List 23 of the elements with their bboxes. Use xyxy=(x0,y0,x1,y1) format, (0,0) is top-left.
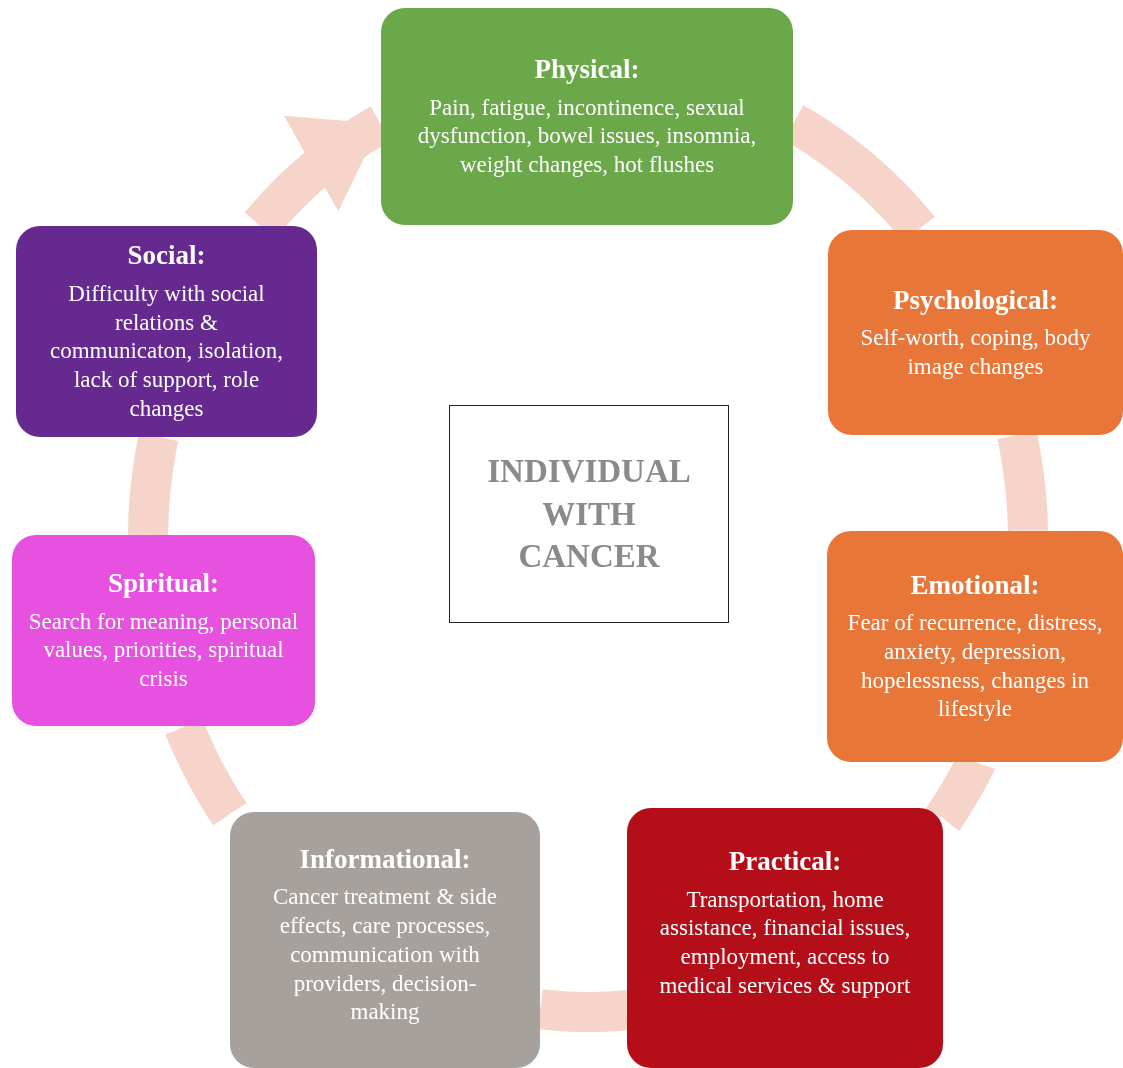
category-box xyxy=(627,808,943,1068)
box-heading: Spiritual: xyxy=(108,567,219,600)
center-label: INDIVIDUAL WITH CANCER xyxy=(486,451,692,577)
category-box xyxy=(230,812,540,1068)
category-box xyxy=(827,531,1123,762)
box-heading: Informational: xyxy=(299,842,471,876)
box-text: Self-worth, coping, body image changes xyxy=(859,323,1092,381)
box-text: Pain, fatigue, incontinence, sexual dysfunction, bowel issues, insomnia, weight changes, hot flushes xyxy=(416,93,758,180)
box-text: Difficulty with social relations & communicaton, isolation, lack of support, role changes xyxy=(48,279,285,423)
category-box xyxy=(16,226,317,437)
box-heading: Practical: xyxy=(728,845,842,878)
box-heading: Psychological: xyxy=(893,283,1058,316)
category-box xyxy=(828,230,1123,435)
center-box xyxy=(449,405,729,623)
box-heading: Emotional: xyxy=(910,568,1040,602)
box-text: Transportation, home assistance, financial issues, employment, access to medical services & support xyxy=(658,885,912,1000)
category-box xyxy=(12,535,315,726)
category-box xyxy=(381,8,793,225)
box-text: Search for meaning, personal values, priorities, spiritual crisis xyxy=(28,607,299,694)
box-text: Fear of recurrence, distress, anxiety, depression, hopelessness, changes in lifestyle xyxy=(846,609,1104,724)
box-text: Cancer treatment & side effects, care processes, communication with providers, decision-making xyxy=(271,883,499,1027)
box-heading: Physical: xyxy=(534,53,640,86)
box-heading: Social: xyxy=(127,239,206,272)
